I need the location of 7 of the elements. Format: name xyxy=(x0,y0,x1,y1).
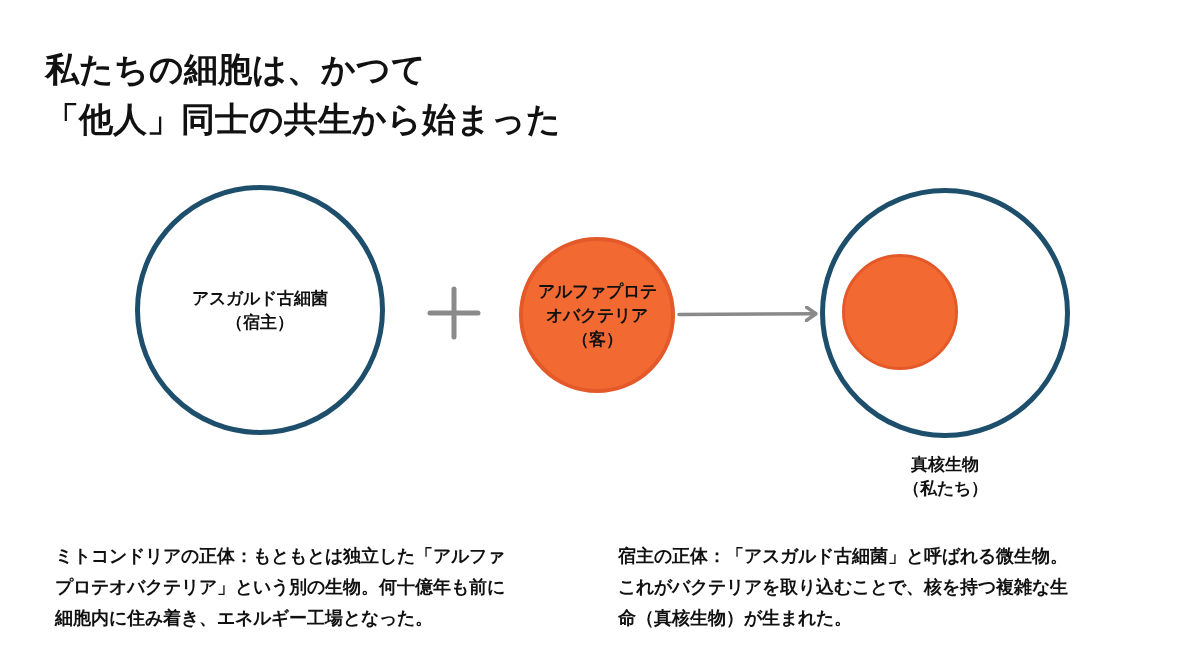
cell-label: アスガルド古細菌（宿主） xyxy=(191,287,329,334)
note-paragraph: ミトコンドリアの正体：もともとは独立した「アルファプロテオバクテリア」という別の生物。何十億年も前に細胞内に住み着き、エネルギー工場となった。 xyxy=(55,544,506,630)
cell-caption: 真核生物（私たち） xyxy=(901,453,989,500)
arrow xyxy=(677,305,818,323)
title: 私たちの細胞は、かつて「他人」同士の共生から始まった xyxy=(45,48,561,141)
cell-label: アルファプロテオバクテリア（客） xyxy=(536,280,658,351)
note-paragraph: 宿主の正体：「アスガルド古細菌」と呼ばれる微生物。これがバクテリアを取り込むことで、核を持つ複雑な生命（真核生物）が生まれた。 xyxy=(618,544,1069,630)
